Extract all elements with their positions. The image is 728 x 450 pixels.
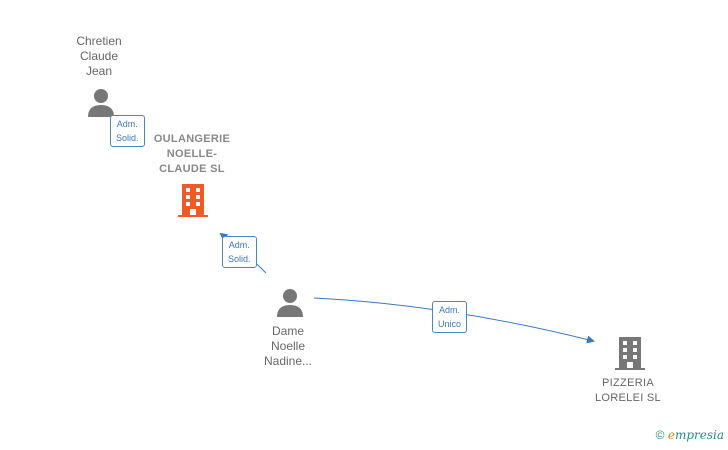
boulangerie-line3: CLAUDE SL xyxy=(159,163,225,175)
brand-rest: mpresia xyxy=(674,428,724,442)
node-label-dame: Dame Noelle Nadine... xyxy=(252,324,324,369)
edge-badge-dame-pizzeria[interactable]: Adm. Unico xyxy=(432,301,468,333)
dame-line1: Dame xyxy=(271,324,304,338)
pizzeria-line2: LORELEI SL xyxy=(595,392,661,404)
node-label-boulangerie: OULANGERIE NOELLE- CLAUDE SL xyxy=(140,132,244,177)
edge-badge-chretien-boulangerie[interactable]: Adm. Solid. xyxy=(110,115,145,147)
boulangerie-line1: OULANGERIE xyxy=(153,133,231,145)
copyright-symbol: © xyxy=(655,428,665,442)
chretien-line2: Claude xyxy=(79,49,119,63)
building-icon-active[interactable] xyxy=(177,183,209,217)
person-icon[interactable] xyxy=(276,288,304,318)
building-icon[interactable] xyxy=(614,336,646,370)
dame-line3: Nadine... xyxy=(263,354,313,368)
badge3-line2: Unico xyxy=(438,319,462,329)
chretien-line3: Jean xyxy=(85,64,113,78)
badge2-line2: Solid. xyxy=(228,254,251,264)
edge-badge-dame-boulangerie[interactable]: Adm. Solid. xyxy=(222,236,257,268)
brand-e: e xyxy=(667,428,675,442)
chretien-line1: Chretien xyxy=(76,34,122,48)
person-icon[interactable] xyxy=(87,88,115,118)
badge1-line1: Adm. xyxy=(116,119,138,129)
badge1-line2: Solid. xyxy=(116,133,139,143)
badge3-line1: Adm. xyxy=(439,305,461,315)
node-label-pizzeria: PIZZERIA LORELEI SL xyxy=(580,376,676,406)
badge2-line1: Adm. xyxy=(228,240,250,250)
empresia-watermark: © empresia xyxy=(656,428,724,442)
dame-line2: Noelle xyxy=(270,339,306,353)
boulangerie-line2: NOELLE- xyxy=(166,148,218,160)
pizzeria-line1: PIZZERIA xyxy=(602,377,654,389)
node-label-chretien: Chretien Claude Jean xyxy=(64,34,134,79)
